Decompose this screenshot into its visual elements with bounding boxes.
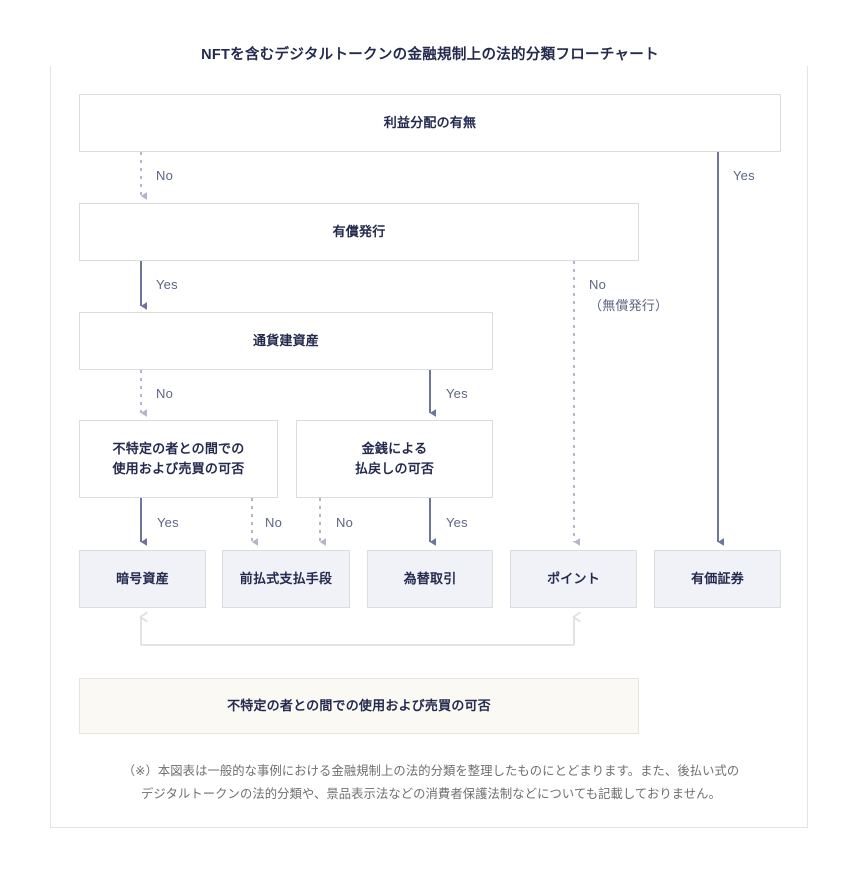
edge-label-paid-no-sub: （無償発行）: [589, 298, 669, 313]
edge-label-refund-no: No: [336, 515, 354, 530]
edge-label-profit-yes: Yes: [733, 168, 755, 183]
node-crypto-asset[interactable]: 暗号資産: [79, 550, 206, 608]
node-point[interactable]: ポイント: [510, 550, 637, 608]
node-exchange-transaction[interactable]: 為替取引: [367, 550, 493, 608]
edge-label-paid-no: No: [589, 277, 607, 292]
node-footer-use-trade[interactable]: 不特定の者との間での使用および売買の可否: [79, 678, 639, 734]
page-title: NFTを含むデジタルトークンの金融規制上の法的分類フローチャート: [0, 44, 860, 66]
node-currency-denominated-asset[interactable]: 通貨建資産: [79, 312, 493, 370]
edge-label-currency-no: No: [156, 386, 174, 401]
edge-label-refund-yes: Yes: [446, 515, 468, 530]
edge-label-paid-yes: Yes: [156, 277, 178, 292]
page-title-text: NFTを含むデジタルトークンの金融規制上の法的分類フローチャート: [191, 47, 669, 63]
node-securities[interactable]: 有価証券: [654, 550, 781, 608]
edge-label-usetrade-yes: Yes: [157, 515, 179, 530]
node-prepaid-payment-instrument[interactable]: 前払式支払手段: [222, 550, 350, 608]
node-unspecified-party-use-trade[interactable]: 不特定の者との間での 使用および売買の可否: [79, 420, 278, 498]
edge-label-currency-yes: Yes: [446, 386, 468, 401]
node-cash-refund[interactable]: 金銭による 払戻しの可否: [296, 420, 493, 498]
footnote: （※）本図表は一般的な事例における金融規制上の法的分類を整理したものにとどまりま…: [76, 760, 786, 805]
node-paid-issuance[interactable]: 有償発行: [79, 203, 639, 261]
node-profit-distribution[interactable]: 利益分配の有無: [79, 94, 781, 152]
edge-label-profit-no: No: [156, 168, 174, 183]
footnote-line-1: （※）本図表は一般的な事例における金融規制上の法的分類を整理したものにとどまりま…: [122, 764, 740, 778]
edge-label-usetrade-no: No: [265, 515, 283, 530]
footnote-line-2: デジタルトークンの法的分類や、景品表示法などの消費者保護法制などについても記載し…: [141, 786, 721, 801]
